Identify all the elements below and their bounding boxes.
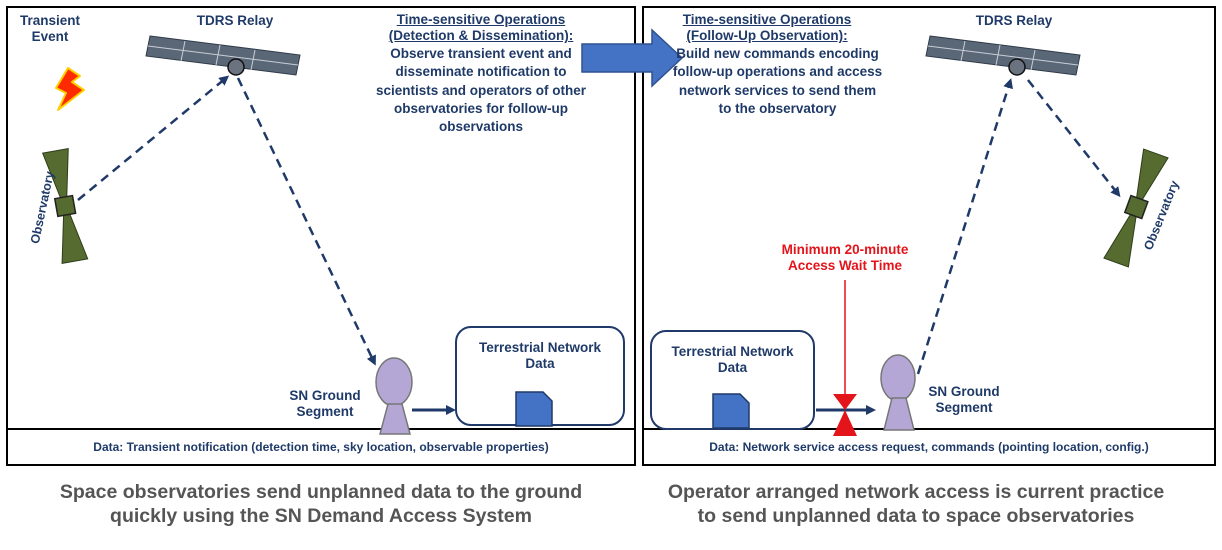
left-arrow-tdrs-to-ground [236,77,376,366]
left-panel: Data: Transient notification (detection … [6,6,636,466]
right-network-label: Terrestrial Network Data [671,344,794,376]
right-document-icon [712,393,750,429]
right-observatory-icon [1103,148,1169,268]
left-tdrs-label: TDRS Relay [196,13,274,28]
transient-event-label: Transient Event [19,13,81,45]
left-ground-label: SN Ground Segment [289,388,361,420]
right-ops-body: Build new commands encoding follow-up op… [672,46,883,117]
right-footer: Data: Network service access request, co… [644,428,1214,464]
left-caption: Space observatories send unplanned data … [59,481,583,528]
left-document-icon [515,391,553,427]
left-arrow-obs-to-tdrs [77,75,230,201]
wait-marker-bottom [833,410,857,436]
wait-marker-top [833,394,857,410]
wait-time-label: Minimum 20-minute Access Wait Time [781,242,909,274]
right-ops-heading: Time-sensitive Operations (Follow-Up Obs… [682,12,852,44]
right-ground-label: SN Ground Segment [928,384,1000,416]
right-arrow-tdrs-to-obs [1027,79,1121,198]
left-footer: Data: Transient notification (detection … [8,428,634,464]
left-tdrs-satellite-icon [145,35,301,76]
left-network-label: Terrestrial Network Data [478,340,602,372]
lightning-bolt-icon [55,67,85,111]
right-caption: Operator arranged network access is curr… [667,481,1165,528]
right-arrow-ground-to-tdrs [916,78,1013,375]
left-ops-body: Observe transient event and disseminate … [375,46,587,135]
left-ops-heading: Time-sensitive Operations (Detection & D… [388,12,574,44]
right-tdrs-label: TDRS Relay [975,13,1053,28]
left-antenna-icon [375,357,413,435]
right-antenna-icon [880,354,916,431]
right-tdrs-satellite-icon [925,35,1081,76]
transition-arrow [581,28,684,88]
left-observatory-icon [41,147,89,264]
